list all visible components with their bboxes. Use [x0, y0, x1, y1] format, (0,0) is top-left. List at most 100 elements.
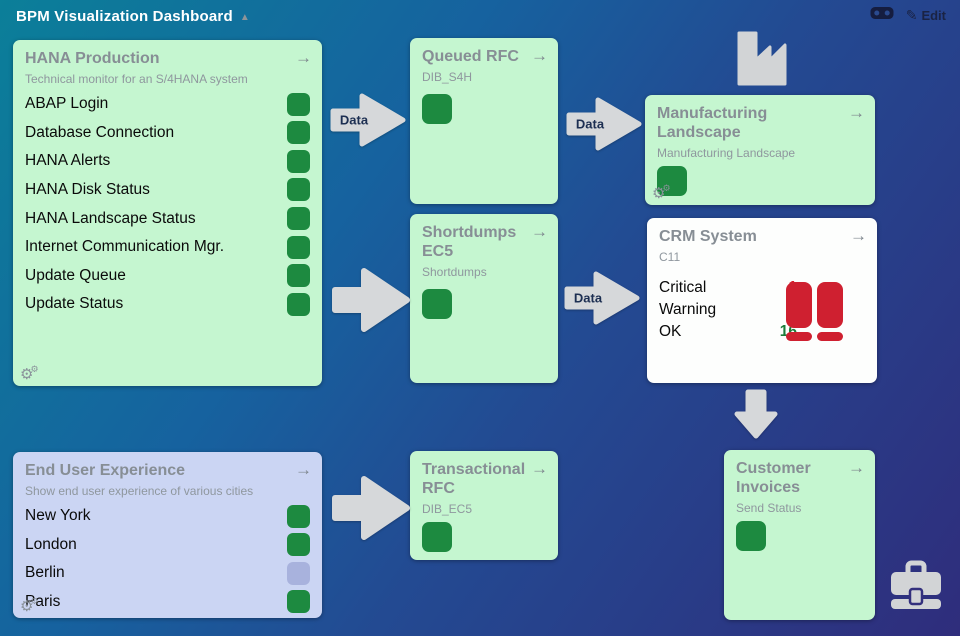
monitor-row: London	[25, 530, 310, 559]
monitor-row-label: New York	[25, 507, 91, 525]
vr-goggles-icon[interactable]	[870, 6, 894, 25]
pencil-icon: ✎	[905, 7, 918, 23]
monitor-row: HANA Disk Status	[25, 176, 310, 205]
card-subtitle: Send Status	[736, 500, 802, 515]
card-title: Shortdumps EC5	[422, 224, 517, 260]
status-square[interactable]	[422, 93, 452, 124]
monitor-row: Berlin	[25, 559, 310, 588]
navigate-arrow-icon[interactable]: →	[531, 222, 548, 241]
card-title: HANA Production	[25, 50, 160, 67]
monitor-row: Internet Communication Mgr.	[25, 233, 310, 262]
crm-metrics: Critical1Warning0OK16	[659, 277, 797, 343]
status-square[interactable]	[287, 292, 310, 316]
flow-arrow-right: Data	[564, 266, 642, 330]
monitor-row: Update Status	[25, 290, 310, 319]
navigate-arrow-icon[interactable]: →	[850, 226, 867, 245]
card-subtitle: DIB_S4H	[422, 69, 473, 84]
monitor-row: Paris	[25, 588, 310, 617]
settings-gears-icon[interactable]: ⚙⚙	[652, 183, 671, 202]
card-crm-system: CRM System → C11 Critical1Warning0OK16	[647, 218, 877, 383]
monitor-row: New York	[25, 502, 310, 531]
metric-label: Critical	[659, 278, 707, 296]
monitor-row-label: HANA Landscape Status	[25, 209, 196, 227]
navigate-arrow-icon[interactable]: →	[848, 458, 865, 477]
card-title: CRM System	[659, 228, 757, 245]
page-title: BPM Visualization Dashboard	[16, 8, 233, 25]
flow-arrow-right	[331, 469, 411, 547]
navigate-arrow-icon[interactable]: →	[295, 48, 312, 67]
flow-arrow-right	[331, 261, 411, 339]
flow-arrow-label: Data	[575, 116, 605, 132]
card-subtitle: Shortdumps	[422, 264, 487, 279]
card-subtitle: DIB_EC5	[422, 501, 473, 516]
monitor-row: ABAP Login	[25, 90, 310, 119]
monitor-row: HANA Landscape Status	[25, 204, 310, 233]
flow-arrow-label: Data	[339, 112, 369, 128]
card-subtitle: Technical monitor for an S/4HANA system	[25, 71, 248, 86]
card-title: Queued RFC	[422, 48, 519, 65]
card-manufacturing-landscape: Manufacturing Landscape → Manufacturing …	[645, 95, 875, 205]
card-hana-production: HANA Production → Technical monitor for …	[13, 40, 322, 386]
database-icon	[786, 282, 843, 341]
card-subtitle: C11	[659, 249, 681, 264]
monitor-row-label: Paris	[25, 592, 61, 610]
monitor-row: HANA Alerts	[25, 147, 310, 176]
status-square[interactable]	[287, 590, 310, 614]
settings-gears-icon[interactable]: ⚙⚙	[20, 596, 39, 615]
status-square[interactable]	[287, 533, 310, 557]
topbar-actions: ✎ Edit	[870, 6, 946, 25]
card-title: Transactional RFC	[422, 461, 526, 497]
status-square[interactable]	[422, 521, 452, 552]
card-transactional-rfc: Transactional RFC → DIB_EC5	[410, 451, 558, 560]
flow-arrow-label: Data	[573, 290, 603, 306]
status-square[interactable]	[287, 504, 310, 528]
flow-arrow-right: Data	[330, 88, 408, 152]
status-square[interactable]	[736, 520, 766, 551]
navigate-arrow-icon[interactable]: →	[295, 460, 312, 479]
status-square[interactable]	[287, 561, 310, 585]
monitor-row-label: Update Queue	[25, 266, 126, 284]
navigate-arrow-icon[interactable]: →	[848, 103, 865, 122]
dashboard-header: BPM Visualization Dashboard ▲	[16, 8, 250, 25]
card-queued-rfc: Queued RFC → DIB_S4H	[410, 38, 558, 204]
flow-arrow-right: Data	[566, 92, 644, 156]
metric-label: OK	[659, 322, 682, 340]
collapse-icon[interactable]: ▲	[239, 12, 250, 23]
monitor-row-label: Berlin	[25, 564, 65, 582]
card-title: End User Experience	[25, 462, 186, 479]
card-subtitle: Show end user experience of various citi…	[25, 483, 254, 498]
status-square[interactable]	[287, 121, 310, 145]
card-title: Customer Invoices	[736, 460, 811, 496]
toolbox-icon[interactable]	[889, 559, 943, 614]
settings-gears-icon[interactable]: ⚙⚙	[20, 364, 39, 383]
card-customer-invoices: Customer Invoices → Send Status	[724, 450, 875, 620]
monitor-row-label: HANA Alerts	[25, 152, 111, 170]
metric-label: Warning	[659, 300, 717, 318]
factory-icon	[733, 30, 791, 93]
status-square[interactable]	[422, 288, 452, 319]
monitor-row-label: ABAP Login	[25, 95, 109, 113]
status-square[interactable]	[287, 149, 310, 173]
flow-arrow-down	[733, 389, 779, 439]
card-subtitle: Manufacturing Landscape	[657, 145, 796, 160]
monitor-row-label: HANA Disk Status	[25, 180, 150, 198]
metric-row: Critical1	[659, 277, 797, 299]
status-square[interactable]	[657, 165, 687, 196]
card-shortdumps-ec5: Shortdumps EC5 → Shortdumps	[410, 214, 558, 383]
navigate-arrow-icon[interactable]: →	[531, 459, 548, 478]
status-square[interactable]	[287, 235, 310, 259]
monitor-row-label: Internet Communication Mgr.	[25, 238, 225, 256]
navigate-arrow-icon[interactable]: →	[531, 46, 548, 65]
metric-row: OK16	[659, 321, 797, 343]
status-square[interactable]	[287, 264, 310, 288]
edit-button-label: Edit	[921, 8, 946, 23]
edit-button[interactable]: ✎ Edit	[906, 7, 946, 24]
monitor-row: Database Connection	[25, 118, 310, 147]
status-square[interactable]	[287, 178, 310, 202]
status-square[interactable]	[287, 207, 310, 231]
monitor-row: Update Queue	[25, 261, 310, 290]
monitor-row-label: Update Status	[25, 295, 124, 313]
status-square[interactable]	[287, 92, 310, 116]
